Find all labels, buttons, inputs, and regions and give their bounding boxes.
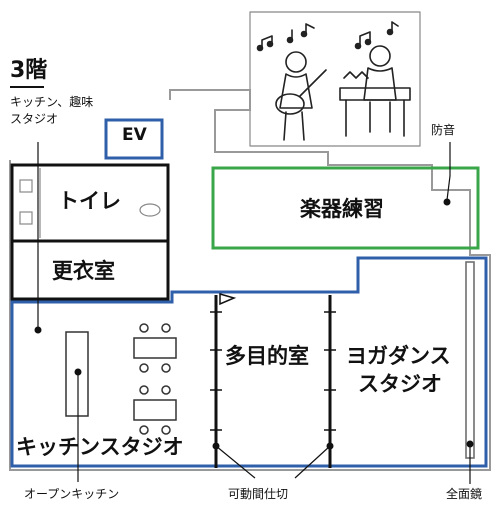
open-kitchen-label: オープンキッチン <box>24 487 120 501</box>
movable-partitions <box>214 295 332 468</box>
yoga-dance-label-1: ヨガダンス <box>346 344 451 368</box>
kitchen-studio-boundary <box>10 256 488 468</box>
kitchen-studio-label: キッチンスタジオ <box>16 435 184 459</box>
outer-walls <box>9 89 491 471</box>
yoga-dance-label-2: スタジオ <box>358 372 442 396</box>
elevator-label: EV <box>122 125 147 145</box>
instrument-practice-box <box>211 166 480 250</box>
musicians-icon <box>249 11 421 147</box>
full-mirror-label: 全面鏡 <box>446 487 483 501</box>
door-icon <box>219 293 237 306</box>
leader-dots <box>34 198 474 450</box>
multipurpose-room-label: 多目的室 <box>225 344 309 368</box>
full-mirror <box>465 261 475 459</box>
leader-lines <box>37 142 471 484</box>
floor-label: 3階 <box>10 58 48 83</box>
kitchen-hobby-label-1: キッチン、趣味 <box>10 95 94 109</box>
kitchen-hobby-label-2: スタジオ <box>10 112 59 126</box>
partition-ticks <box>210 311 336 431</box>
instrument-practice-label: 楽器練習 <box>300 197 384 221</box>
soundproof-label: 防音 <box>431 123 456 137</box>
open-kitchen-counter <box>65 331 89 417</box>
toilet-fixtures <box>19 168 161 238</box>
elevator-box <box>104 118 164 160</box>
changing-room-box <box>10 239 170 301</box>
dining-tables <box>133 323 177 435</box>
toilet-label: トイレ <box>58 189 121 213</box>
floor-label-underline <box>10 86 44 88</box>
changing-room-label: 更衣室 <box>52 259 115 283</box>
movable-partition-label: 可動間仕切 <box>228 487 289 501</box>
